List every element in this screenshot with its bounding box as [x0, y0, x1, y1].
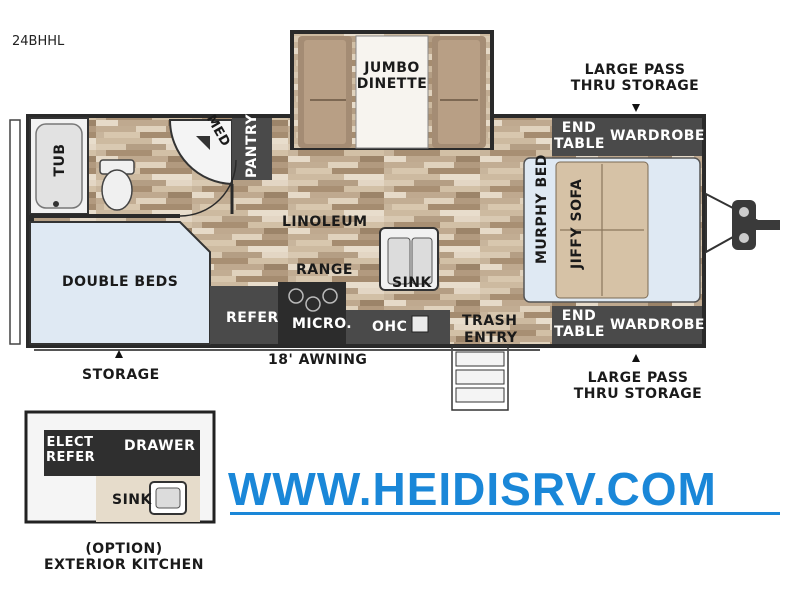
range-label: RANGE	[296, 262, 353, 278]
trash-label: TRASH	[462, 313, 518, 329]
wardrobe-bottom-label: WARDROBE	[610, 317, 705, 333]
website-underline	[230, 512, 780, 515]
entry-label: ENTRY	[464, 330, 518, 346]
elect-refer-label: ELECT REFER	[46, 435, 96, 465]
end-table-top-label: END TABLE	[554, 120, 605, 153]
ext-sink-label: SINK	[112, 492, 152, 508]
storage-callout-top: LARGE PASS THRU STORAGE	[570, 62, 700, 95]
murphy-bed-label: MURPHY BED	[533, 154, 550, 265]
linoleum-label: LINOLEUM	[282, 214, 368, 230]
drawer-label: DRAWER	[124, 438, 196, 454]
awning-label: 18' AWNING	[268, 352, 368, 368]
refer-label: REFER	[226, 310, 279, 326]
pantry-label: PANTRY	[243, 113, 260, 179]
storage-callout-bottom: LARGE PASS THRU STORAGE	[573, 370, 703, 403]
double-beds-label: DOUBLE BEDS	[62, 274, 179, 290]
dinette-label: JUMBO DINETTE	[356, 60, 428, 93]
end-table-bottom-label: END TABLE	[554, 308, 605, 341]
ohc-label: OHC	[372, 319, 408, 335]
jiffy-sofa-label: JIFFY SOFA	[568, 178, 585, 270]
website-link[interactable]: WWW.HEIDISRV.COM	[228, 463, 717, 515]
storage-callout-left: STORAGE	[82, 367, 160, 383]
wardrobe-top-label: WARDROBE	[610, 128, 705, 144]
ext-kitchen-caption: (OPTION) EXTERIOR KITCHEN	[44, 541, 204, 574]
model-label: 24BHHL	[12, 34, 65, 49]
micro-label: MICRO.	[292, 316, 353, 332]
sink-label: SINK	[392, 275, 432, 291]
tub-label: TUB	[51, 143, 68, 177]
